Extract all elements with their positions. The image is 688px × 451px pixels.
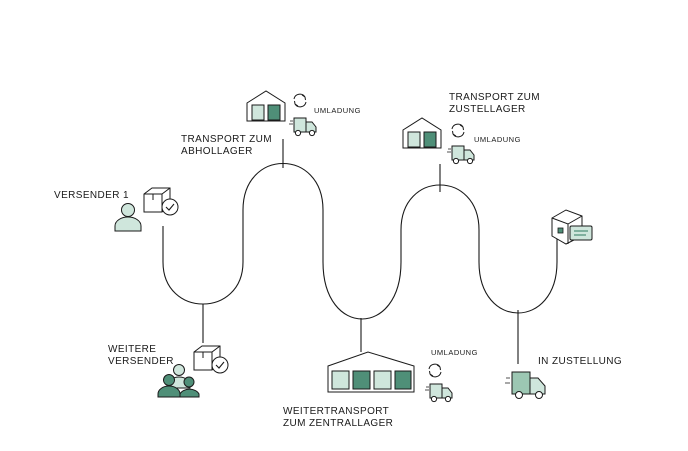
parcel-check-icon [193, 345, 229, 374]
label-weitere-versender: WEITERE VERSENDER [108, 344, 174, 367]
parcel-check-icon [143, 187, 179, 216]
reload-arrows-icon [451, 123, 465, 138]
parcel-label-icon [551, 209, 593, 245]
truck-icon [446, 145, 475, 165]
reload-arrows-icon [293, 93, 307, 108]
warehouse-large-icon [327, 351, 415, 393]
label-umladung-zustellager: UMLADUNG [474, 135, 521, 144]
flow-line [162, 163, 558, 320]
reload-arrows-icon [428, 363, 442, 378]
label-transport-zustellager: TRANSPORT ZUM ZUSTELLAGER [449, 92, 540, 115]
label-versender-1: VERSENDER 1 [54, 190, 129, 201]
truck-icon [424, 383, 453, 403]
group-icon [157, 364, 200, 398]
label-umladung-abhollager: UMLADUNG [314, 106, 361, 115]
person-icon [114, 203, 142, 232]
label-transport-abhollager: TRANSPORT ZUM ABHOLLAGER [181, 134, 272, 157]
warehouse-icon [246, 90, 286, 122]
label-in-zustellung: IN ZUSTELLUNG [538, 356, 623, 367]
truck-icon [288, 117, 317, 137]
label-umladung-zentrallager: UMLADUNG [431, 348, 478, 357]
warehouse-icon [402, 117, 442, 149]
delivery-truck-icon [505, 371, 546, 399]
label-weitertransport: WEITERTRANSPORT ZUM ZENTRALLAGER [283, 406, 394, 429]
